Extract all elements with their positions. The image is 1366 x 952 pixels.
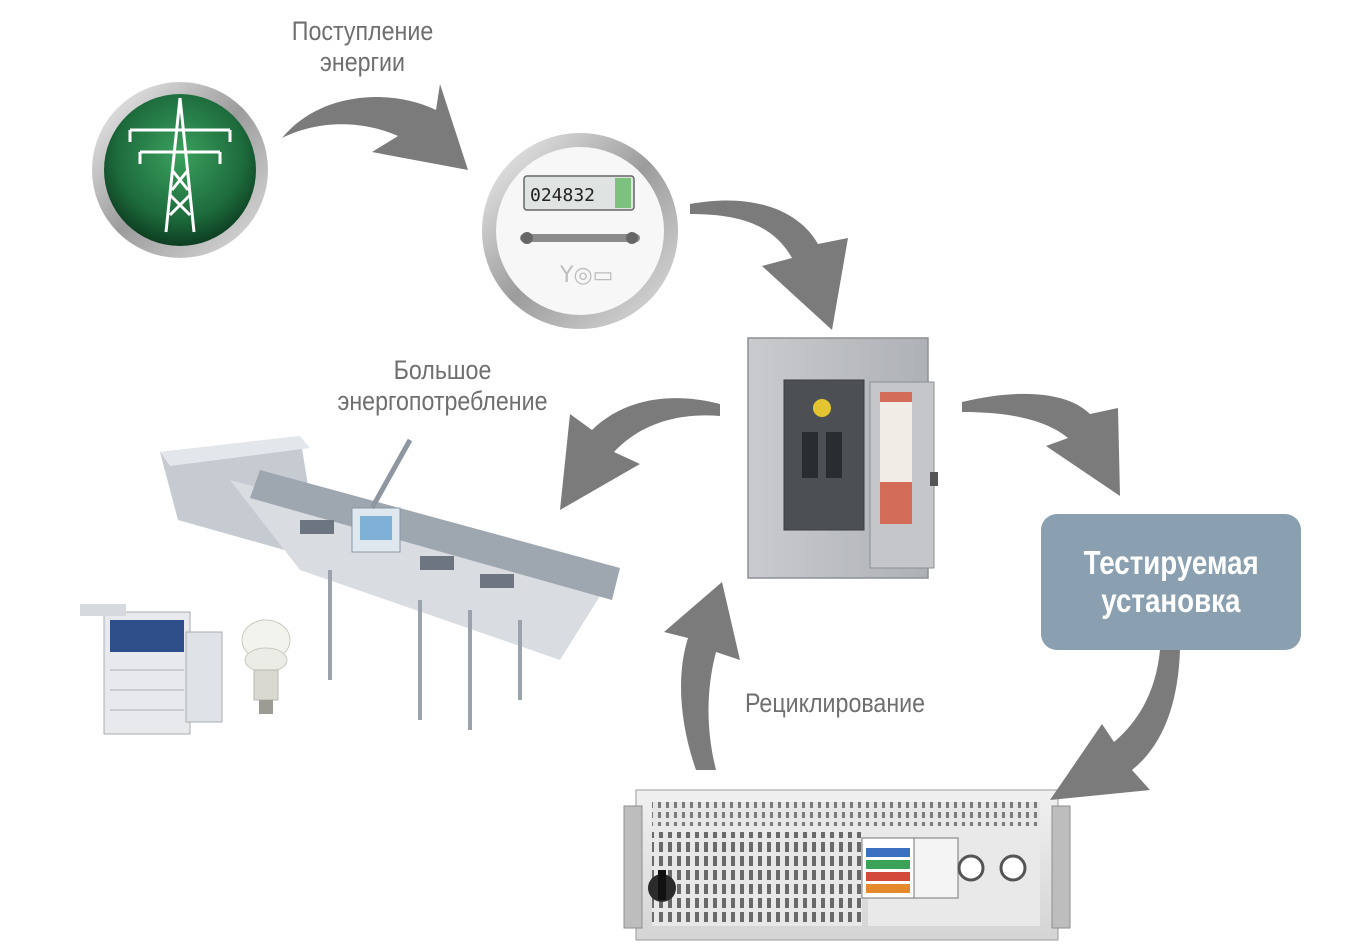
dut-label-line1: Тестируемая	[1083, 544, 1259, 581]
svg-text:Y◎▭: Y◎▭	[559, 263, 613, 288]
arrow-supply	[282, 84, 468, 170]
recycling-label: Рециклирование	[719, 688, 951, 719]
power-supply-rack-icon	[623, 789, 1071, 941]
supply-label-line1: Поступление	[291, 16, 434, 46]
arrow-panel-to-dut	[962, 393, 1120, 496]
supply-label-line2: энергии	[320, 47, 405, 77]
arrow-recycling	[664, 582, 740, 770]
supply-label: Поступление энергии	[266, 16, 460, 78]
device-under-test-box: Тестируемая установка	[1041, 514, 1301, 650]
consumption-label-line2: энергопотребление	[337, 386, 548, 416]
consumption-label-line1: Большое	[393, 355, 492, 385]
cfl-bulb-icon	[241, 619, 291, 714]
dut-label-line2: установка	[1101, 582, 1241, 619]
consumption-label: Большое энергопотребление	[311, 355, 573, 417]
arrow-dut-to-rack	[1050, 650, 1180, 800]
power-tower-icon	[92, 82, 268, 258]
breaker-panel-icon	[747, 337, 938, 579]
copier-icon	[80, 604, 223, 735]
conveyor-line-icon	[160, 436, 620, 730]
arrow-panel-to-line	[560, 398, 720, 510]
electric-meter-icon: Y◎▭	[482, 133, 678, 329]
arrows	[282, 84, 1180, 800]
recycling-label-text: Рециклирование	[744, 688, 926, 718]
arrow-meter-to-panel	[690, 200, 848, 330]
meter-reading: 024832	[530, 185, 595, 206]
